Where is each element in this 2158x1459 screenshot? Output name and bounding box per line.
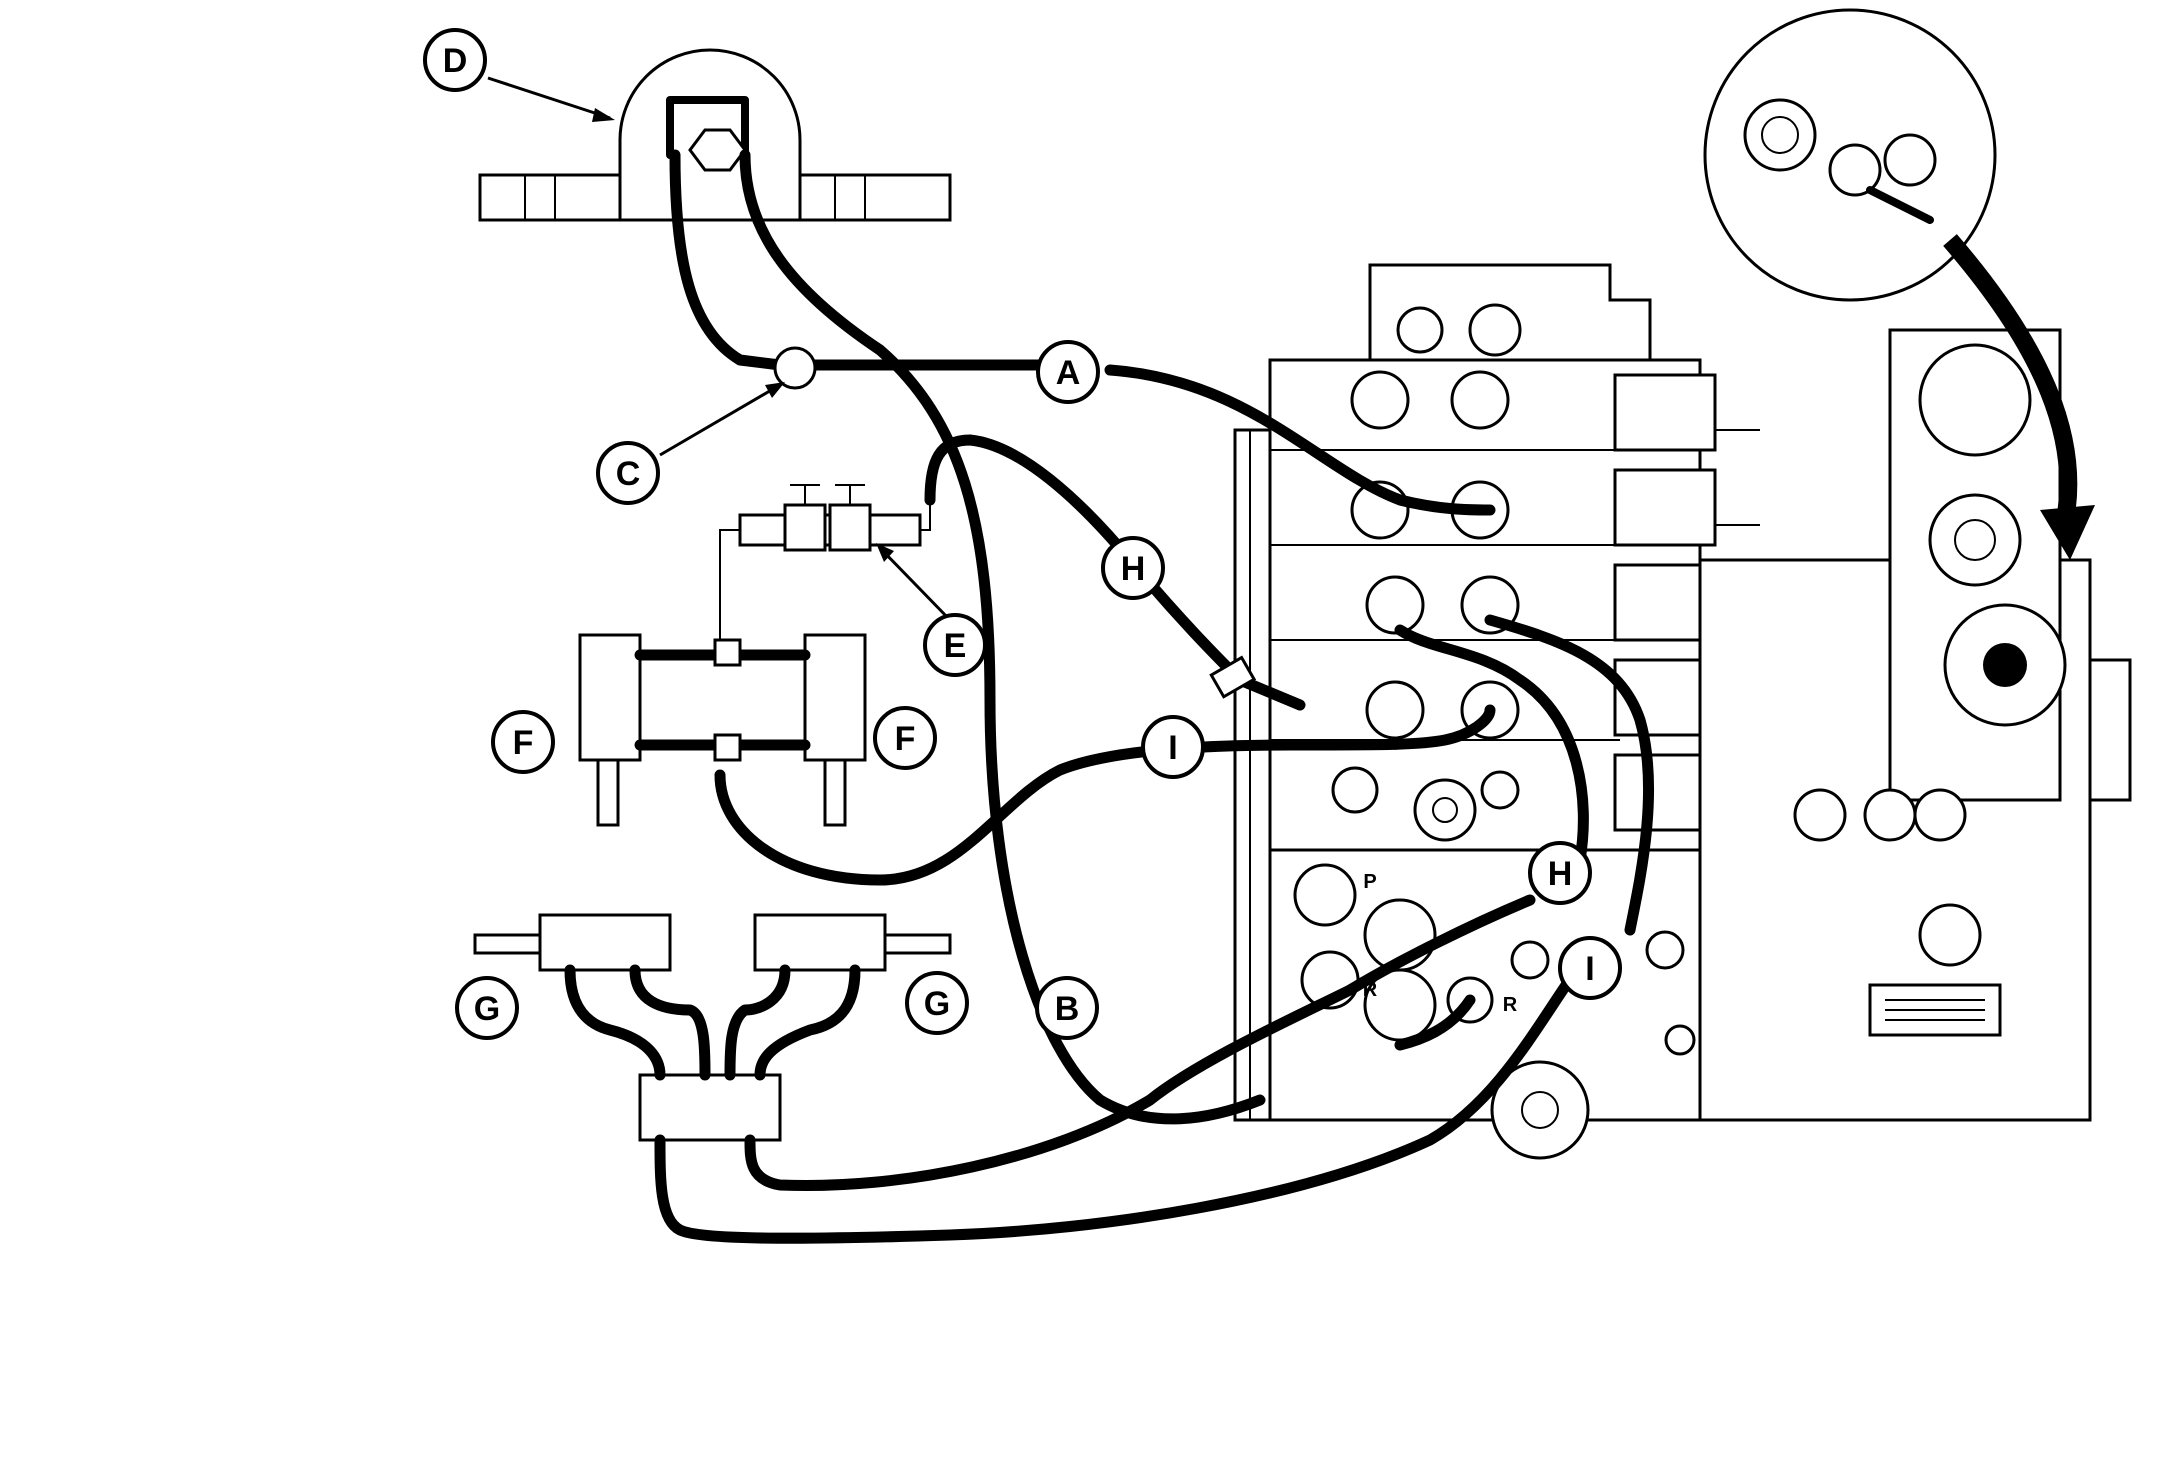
svg-text:I: I (1168, 729, 1177, 767)
svg-text:B: B (1055, 990, 1080, 1028)
manifold-block-g (473, 913, 952, 1142)
callout-h-upper: H (1101, 536, 1165, 600)
svg-text:F: F (895, 720, 916, 758)
callout-d: D (423, 28, 487, 92)
callout-c: C (596, 441, 660, 505)
svg-text:D: D (443, 42, 468, 80)
callout-f-right: F (873, 706, 937, 770)
svg-text:E: E (944, 627, 967, 665)
leader-lines (487, 76, 952, 622)
callout-f-left: F (491, 710, 555, 774)
tee-fitting-c (773, 346, 817, 390)
callout-b: B (1035, 976, 1099, 1040)
callout-h-lower: H (1528, 841, 1592, 905)
port-label-p: P (1363, 871, 1376, 893)
valve-stack-assembly: P R R (1233, 263, 2132, 1160)
svg-text:C: C (616, 455, 641, 493)
callout-g-right: G (905, 971, 969, 1035)
dome-connector-d (478, 48, 952, 222)
receptacle-upper (1928, 493, 2022, 587)
svg-text:A: A (1056, 354, 1081, 392)
callout-i-lower: I (1558, 936, 1622, 1000)
hose-fitting (1209, 655, 1257, 699)
svg-text:H: H (1548, 855, 1573, 893)
hydraulic-hoses (654, 149, 1655, 1244)
svg-text:F: F (513, 724, 534, 762)
port-label-r-right: R (1503, 994, 1518, 1016)
detail-arrow (1943, 234, 2078, 522)
bottom-fitting (1490, 1060, 1590, 1160)
callout-g-left: G (455, 976, 519, 1040)
callout-i-upper: I (1141, 715, 1205, 779)
cylinder-pair-f (578, 633, 867, 827)
connector-detail-inset (1703, 8, 2095, 560)
svg-text:H: H (1121, 550, 1146, 588)
callout-a: A (1036, 340, 1100, 404)
svg-text:I: I (1585, 950, 1594, 988)
svg-text:G: G (474, 990, 500, 1028)
flow-control-block-e (719, 484, 931, 640)
callout-e: E (923, 613, 987, 677)
svg-text:G: G (924, 985, 950, 1023)
